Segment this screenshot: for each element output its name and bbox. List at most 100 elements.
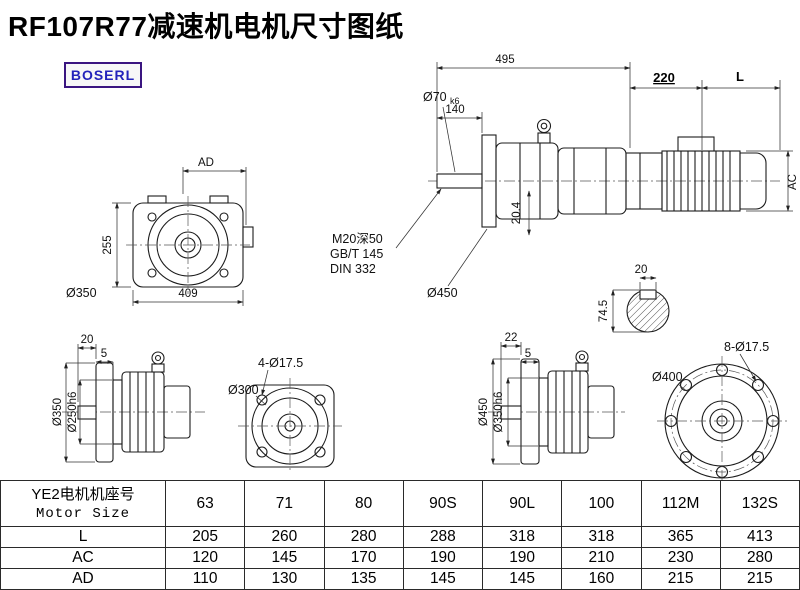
page-title: RF107R77减速机电机尺寸图纸 — [8, 11, 404, 42]
size-column-header: 112M — [640, 480, 721, 527]
size-column-header: 90S — [402, 480, 484, 527]
bolt-hole — [751, 450, 765, 464]
keyway — [639, 289, 657, 300]
dim-ad: AD — [198, 157, 214, 169]
gearbox-front-view: AD 255 409 Ø350 — [66, 157, 254, 306]
table-header-row: YE2电机机座号 Motor Size 63 71 80 90S 90L 100… — [0, 480, 800, 527]
note-din332: DIN 332 — [330, 262, 376, 276]
table-cell: 318 — [561, 526, 642, 548]
size-column-header: 63 — [164, 480, 246, 527]
shaft-cross-section: 20 74.5 — [598, 264, 670, 333]
fan-cover — [739, 152, 767, 210]
dim-74-5: 74.5 — [598, 300, 610, 322]
bolt-hole — [314, 394, 326, 406]
header-cn: YE2电机机座号 — [31, 485, 135, 503]
gearmotor-side-view: 495 140 Ø70 k6 220 L AC 20.4 M20深50 GB/T… — [330, 54, 799, 300]
table-cell: 215 — [719, 568, 800, 590]
size-column-header: 132S — [719, 480, 800, 527]
dim-diameter-350: Ø350 — [52, 398, 64, 426]
table-cell: 145 — [481, 568, 563, 590]
size-column-header: 90L — [481, 480, 563, 527]
table-cell: 318 — [481, 526, 563, 548]
eyebolt-icon — [575, 350, 589, 372]
terminal-box — [677, 136, 715, 152]
dim-5: 5 — [525, 348, 531, 360]
dim-409: 409 — [178, 288, 197, 300]
row-label: AD — [0, 568, 166, 590]
table-cell: 190 — [481, 547, 563, 569]
flange-plate — [520, 358, 540, 465]
table-cell: 190 — [402, 547, 484, 569]
dim-220: 220 — [653, 70, 675, 85]
table-cell: 135 — [323, 568, 404, 590]
dim-shaft-tolerance: k6 — [450, 96, 460, 106]
header-en: Motor Size — [35, 505, 130, 522]
boserl-logo: BOSERL — [64, 62, 142, 88]
table-cell: 145 — [402, 568, 484, 590]
table-cell: 413 — [719, 526, 800, 548]
note-m20: M20深50 — [332, 232, 383, 246]
bolt-hole — [751, 378, 765, 392]
table-cell: 160 — [561, 568, 642, 590]
input-shaft — [436, 173, 483, 189]
table-cell: 130 — [244, 568, 325, 590]
table-cell: 288 — [402, 526, 484, 548]
table-cell: 230 — [640, 547, 721, 569]
table-cell: 145 — [244, 547, 325, 569]
dim-20: 20 — [81, 334, 94, 346]
table-cell: 210 — [561, 547, 642, 569]
row-label: AC — [0, 547, 166, 569]
dim-ac: AC — [787, 174, 799, 190]
note-gbt145: GB/T 145 — [330, 247, 383, 261]
motor-dimension-table: YE2电机机座号 Motor Size 63 71 80 90S 90L 100… — [0, 480, 800, 590]
dim-diameter-300: Ø300 — [228, 383, 259, 397]
motor-size-header: YE2电机机座号 Motor Size — [0, 480, 166, 527]
dim-20-4: 20.4 — [511, 201, 523, 224]
dim-diameter-350h6: Ø350h6 — [493, 392, 505, 433]
table-cell: 170 — [323, 547, 404, 569]
dim-22: 22 — [505, 332, 518, 344]
eyebolt-icon — [151, 351, 165, 373]
size-column-header: 100 — [561, 480, 642, 527]
dim-495: 495 — [495, 54, 514, 66]
shaft-stub — [77, 405, 97, 420]
technical-drawing: AD 255 409 Ø350 — [52, 54, 799, 480]
size-column-header: 80 — [323, 480, 404, 527]
table-cell: 365 — [640, 526, 721, 548]
shaft-stub — [500, 405, 522, 420]
flange-side-view-large: 22 5 Ø450 Ø350h6 — [478, 332, 625, 465]
dim-diameter-450: Ø450 — [427, 286, 458, 300]
bolt-hole — [256, 446, 268, 458]
row-label: L — [0, 526, 166, 548]
table-cell: 260 — [244, 526, 325, 548]
dim-diameter-350: Ø350 — [66, 286, 97, 300]
table-cell: 280 — [323, 526, 404, 548]
bolt-hole — [314, 446, 326, 458]
bolt-pattern-view-8: 8-Ø17.5 Ø400 — [652, 340, 787, 480]
table-row-AD: AD 110 130 135 145 145 160 215 215 — [0, 568, 800, 590]
dim-4-holes: 4-Ø17.5 — [258, 356, 303, 370]
dim-L: L — [736, 69, 744, 84]
size-column-header: 71 — [244, 480, 325, 527]
table-cell: 120 — [164, 547, 246, 569]
dim-5: 5 — [101, 348, 107, 360]
table-cell: 205 — [164, 526, 246, 548]
dim-255: 255 — [102, 235, 114, 254]
dim-key-20: 20 — [635, 264, 648, 276]
dim-140: 140 — [445, 104, 464, 116]
flange-side-view-small: 20 5 Ø350 Ø250h6 — [52, 334, 205, 463]
eyebolt-icon — [536, 118, 552, 144]
flange-plate — [95, 362, 114, 463]
dim-diameter-450: Ø450 — [478, 398, 490, 426]
table-cell: 110 — [164, 568, 246, 590]
table-cell: 280 — [719, 547, 800, 569]
table-row-L: L 205 260 280 288 318 318 365 413 — [0, 526, 800, 548]
table-cell: 215 — [640, 568, 721, 590]
table-row-AC: AC 120 145 170 190 190 210 230 280 — [0, 547, 800, 569]
dim-diameter-400: Ø400 — [652, 370, 683, 384]
logo-text: BOSERL — [70, 67, 136, 83]
bolt-pattern-view-4: 4-Ø17.5 Ø300 — [228, 356, 342, 473]
dim-8-holes: 8-Ø17.5 — [724, 340, 769, 354]
dim-diameter-250h6: Ø250h6 — [67, 392, 79, 433]
